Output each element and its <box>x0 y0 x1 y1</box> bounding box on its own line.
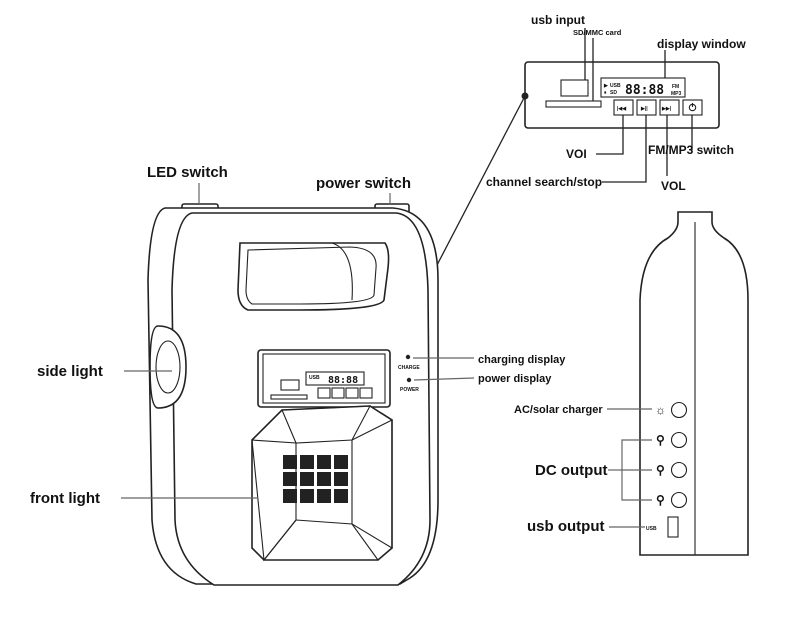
svg-text:▶||: ▶|| <box>640 106 648 112</box>
usb-output-port <box>667 516 679 538</box>
fm-mp3-switch-label: FM/MP3 switch <box>648 143 734 157</box>
control-panel-detail: ▶ USB ⏸ SD 88:88 FM MP3 |◀◀ ▶|| ▶▶| <box>394 28 720 344</box>
front-light-label: front light <box>30 490 100 507</box>
charging-display-label: charging display <box>478 354 566 366</box>
svg-text:▶▶|: ▶▶| <box>661 106 672 112</box>
ac-solar-charger-port <box>670 401 688 419</box>
power-indicator <box>406 377 412 383</box>
display-mp3-marking: MP3 <box>671 91 682 97</box>
device-display-usb: USB <box>309 375 320 381</box>
svg-text:☼: ☼ <box>655 403 666 417</box>
vol-button: ▶▶| <box>659 99 680 116</box>
sd-card-slot <box>545 100 602 108</box>
side-light-label: side light <box>37 363 103 380</box>
display-usb-marking: USB <box>610 83 621 89</box>
svg-text:⚲: ⚲ <box>656 433 665 447</box>
power-marking: POWER <box>400 387 419 393</box>
svg-text:⚲: ⚲ <box>656 463 665 477</box>
svg-text:|◀◀: |◀◀ <box>617 106 626 112</box>
led-switch-label: LED switch <box>147 164 228 181</box>
svg-text:⏸: ⏸ <box>604 90 607 96</box>
dc-output-port-3 <box>670 491 688 509</box>
display-digits: 88:88 <box>625 83 664 98</box>
svg-text:▶: ▶ <box>603 83 609 89</box>
usb-input-label: usb input <box>531 13 585 27</box>
usb-output-label: usb output <box>527 518 604 535</box>
charge-indicator <box>405 354 411 360</box>
usb-port-marking: USB <box>646 526 657 532</box>
side-light <box>149 325 187 409</box>
sd-mmc-card-label: SD/MMC card <box>573 28 622 37</box>
dc-output-port-2 <box>670 461 688 479</box>
vol-label: VOL <box>661 179 686 193</box>
dc-output-port-1 <box>670 431 688 449</box>
usb-input-port <box>560 79 589 97</box>
front-light-led-grid <box>283 455 348 503</box>
display-window <box>600 77 686 98</box>
ac-solar-charger-label: AC/solar charger <box>514 404 603 416</box>
dc-output-label: DC output <box>535 462 607 479</box>
display-sd-marking: SD <box>610 90 617 96</box>
svg-text:⚲: ⚲ <box>656 493 665 507</box>
power-switch-label: power switch <box>316 175 411 192</box>
channel-search-stop-label: channel search/stop <box>486 175 602 189</box>
voi-label: VOI <box>566 147 587 161</box>
charge-marking: CHARGE <box>398 365 420 371</box>
device-control-panel <box>257 349 391 408</box>
device-front-view: USB 88:88 CHARGE POWER <box>147 203 439 586</box>
display-fm-marking: FM <box>672 84 679 90</box>
device-display-digits: 88:88 <box>328 375 358 386</box>
power-display-label: power display <box>478 373 552 385</box>
device-side-view: ☼ ⚲ ⚲ ⚲ USB <box>639 211 749 556</box>
display-window-label: display window <box>657 37 746 51</box>
